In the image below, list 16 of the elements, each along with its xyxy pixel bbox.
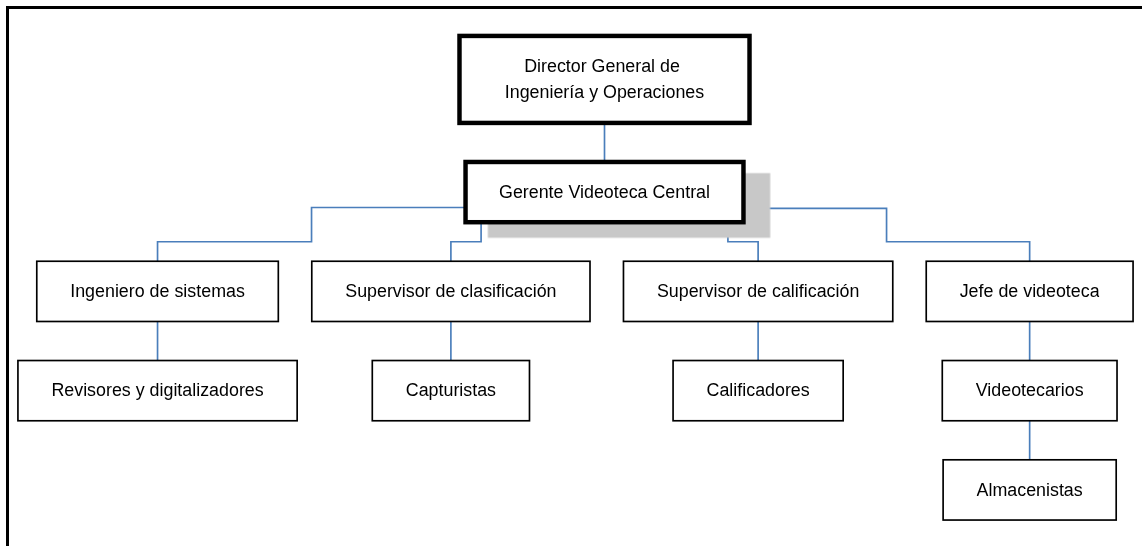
- node-box: Supervisor de calificación: [622, 259, 894, 322]
- node-box: Calificadores: [672, 359, 844, 422]
- node-box: Gerente Videoteca Central: [463, 159, 746, 224]
- node-box: Videotecarios: [941, 359, 1118, 422]
- node-box: Revisores y digitalizadores: [17, 359, 298, 422]
- connector: [450, 320, 452, 361]
- connector: [1028, 419, 1031, 461]
- connector: [156, 320, 159, 361]
- node-box: Supervisor de clasificación: [310, 259, 591, 322]
- node-box: Jefe de videoteca: [925, 259, 1134, 322]
- node-box: Capturistas: [371, 359, 531, 422]
- connector: [1028, 320, 1031, 361]
- node-box: Director General de Ingeniería y Operaciones: [457, 33, 752, 125]
- connector: [757, 320, 759, 361]
- node-box: Ingeniero de sistemas: [35, 259, 280, 322]
- node-box: Almacenistas: [942, 458, 1118, 521]
